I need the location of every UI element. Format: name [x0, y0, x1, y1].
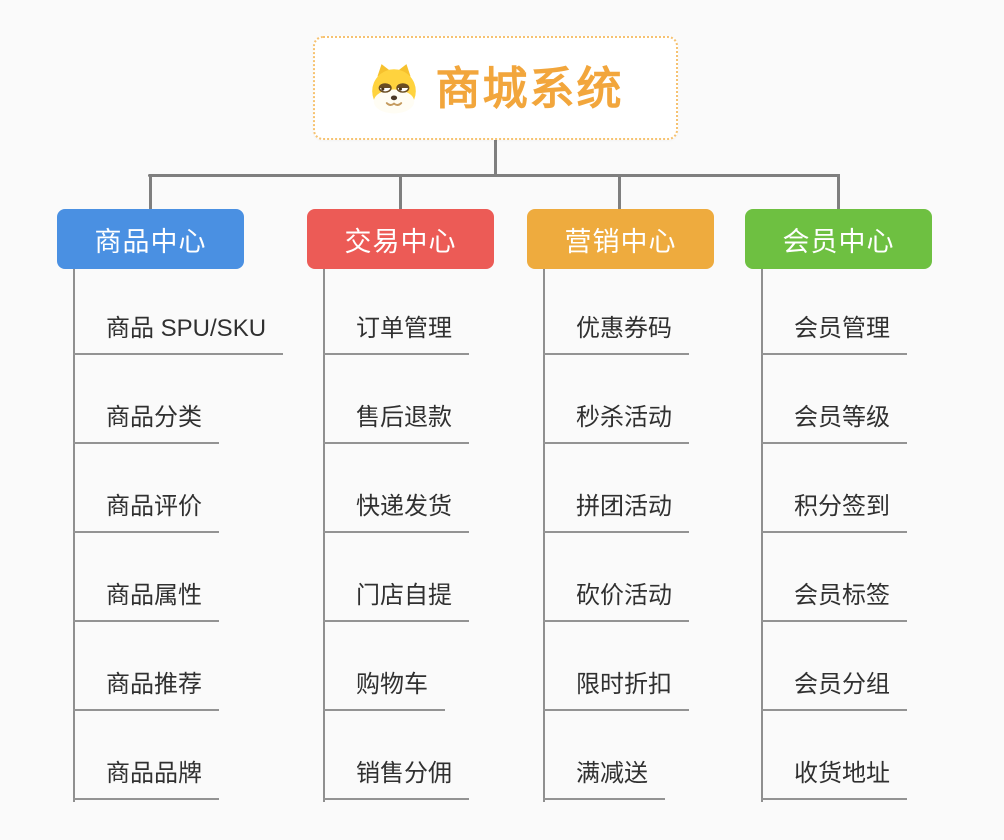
- branch-header-member-center[interactable]: 会员中心: [745, 209, 932, 269]
- root-title: 商城系统: [435, 62, 624, 114]
- leaf-node[interactable]: 商品属性: [73, 580, 219, 622]
- branch-leaves: 会员管理 会员等级 积分签到 会员标签 会员分组 收货地址: [761, 269, 995, 800]
- leaf-node[interactable]: 砍价活动: [543, 580, 689, 622]
- leaf-node[interactable]: 满减送: [543, 758, 665, 800]
- branch-label: 营销中心: [564, 226, 677, 257]
- leaf-node[interactable]: 积分签到: [761, 491, 907, 533]
- leaf-node[interactable]: 会员管理: [761, 313, 907, 355]
- connector-drop-trade: [399, 174, 402, 210]
- leaf-node[interactable]: 优惠券码: [543, 313, 689, 355]
- branch-header-trade-center[interactable]: 交易中心: [307, 209, 494, 269]
- branch-leaves: 商品 SPU/SKU 商品分类 商品评价 商品属性 商品推荐 商品品牌: [73, 269, 307, 800]
- branch-leaves: 优惠券码 秒杀活动 拼团活动 砍价活动 限时折扣 满减送: [543, 269, 777, 800]
- leaf-node[interactable]: 商品分类: [73, 402, 219, 444]
- branch-leaves: 订单管理 售后退款 快递发货 门店自提 购物车 销售分佣: [323, 269, 557, 800]
- leaf-node[interactable]: 商品推荐: [73, 669, 219, 711]
- branch-connector-line: [323, 269, 325, 802]
- shiba-dog-icon: [372, 64, 417, 114]
- branch-header-product-center[interactable]: 商品中心: [57, 209, 244, 269]
- leaf-node[interactable]: 会员分组: [761, 669, 907, 711]
- leaf-node[interactable]: 订单管理: [323, 313, 469, 355]
- branch-connector-line: [761, 269, 763, 802]
- leaf-node[interactable]: 快递发货: [323, 491, 469, 533]
- branch-marketing-center: 营销中心 优惠券码 秒杀活动 拼团活动 砍价活动 限时折扣 满减送: [527, 209, 777, 802]
- root-node[interactable]: 商城系统: [313, 36, 678, 140]
- leaf-node[interactable]: 收货地址: [761, 758, 907, 800]
- leaf-node[interactable]: 商品评价: [73, 491, 219, 533]
- leaf-node[interactable]: 销售分佣: [323, 758, 469, 800]
- leaf-node[interactable]: 商品品牌: [73, 758, 219, 800]
- branch-label: 交易中心: [344, 226, 457, 257]
- branch-product-center: 商品中心 商品 SPU/SKU 商品分类 商品评价 商品属性 商品推荐 商品品牌: [57, 209, 307, 802]
- branch-member-center: 会员中心 会员管理 会员等级 积分签到 会员标签 会员分组 收货地址: [745, 209, 995, 802]
- leaf-node[interactable]: 限时折扣: [543, 669, 689, 711]
- connector-bus: [148, 174, 840, 177]
- leaf-node[interactable]: 购物车: [323, 669, 445, 711]
- branch-label: 商品中心: [94, 226, 207, 257]
- connector-drop-product: [149, 174, 152, 210]
- branch-connector-line: [73, 269, 75, 802]
- connector-drop-marketing: [618, 174, 621, 210]
- leaf-node[interactable]: 秒杀活动: [543, 402, 689, 444]
- leaf-node[interactable]: 拼团活动: [543, 491, 689, 533]
- leaf-node[interactable]: 商品 SPU/SKU: [73, 313, 284, 355]
- branch-trade-center: 交易中心 订单管理 售后退款 快递发货 门店自提 购物车 销售分佣: [307, 209, 557, 802]
- branch-connector-line: [543, 269, 545, 802]
- connector-drop-member: [837, 174, 840, 210]
- leaf-node[interactable]: 售后退款: [323, 402, 469, 444]
- connector-root-stem: [494, 140, 497, 176]
- leaf-node[interactable]: 会员等级: [761, 402, 907, 444]
- leaf-node[interactable]: 会员标签: [761, 580, 907, 622]
- branch-label: 会员中心: [782, 226, 895, 257]
- branch-header-marketing-center[interactable]: 营销中心: [527, 209, 714, 269]
- leaf-node[interactable]: 门店自提: [323, 580, 469, 622]
